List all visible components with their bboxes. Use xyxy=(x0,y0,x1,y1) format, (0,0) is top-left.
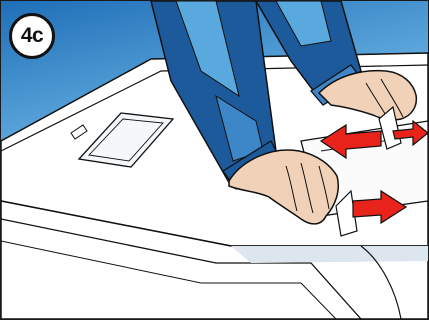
printer-shadow-band xyxy=(231,246,428,263)
step-number-badge: 4c xyxy=(9,13,55,59)
